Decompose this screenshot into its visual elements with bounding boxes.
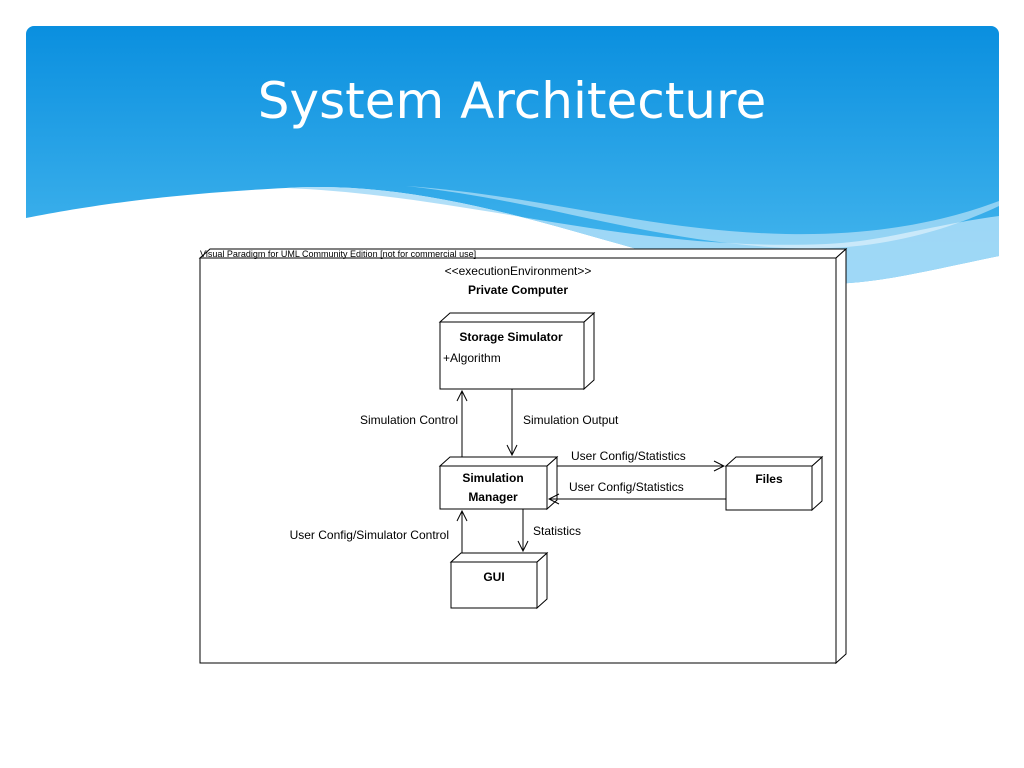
files-node[interactable]: Files: [724, 455, 824, 512]
simulation-control-label: Simulation Control: [360, 413, 458, 427]
gui-name: GUI: [483, 570, 504, 584]
slide-title: System Architecture: [257, 72, 767, 130]
environment-stereotype: <<executionEnvironment>>: [445, 264, 592, 278]
environment-name: Private Computer: [468, 283, 568, 297]
storage-simulator-attribute: +Algorithm: [443, 351, 501, 365]
simulation-manager-node[interactable]: Simulation Manager: [438, 455, 559, 511]
files-name: Files: [755, 472, 783, 486]
simulation-manager-line1: Simulation: [462, 471, 523, 485]
watermark-text: Visual Paradigm for UML Community Editio…: [200, 249, 476, 259]
statistics-label: Statistics: [533, 524, 581, 538]
gui-node[interactable]: GUI: [449, 551, 549, 610]
storage-simulator-name: Storage Simulator: [459, 330, 563, 344]
config-statistics-out-label: User Config/Statistics: [571, 449, 686, 463]
config-statistics-in-label: User Config/Statistics: [569, 480, 684, 494]
storage-simulator-node[interactable]: Storage Simulator +Algorithm: [438, 311, 596, 391]
config-simulator-control-label: User Config/Simulator Control: [290, 528, 449, 542]
simulation-manager-line2: Manager: [468, 490, 518, 504]
simulation-output-label: Simulation Output: [523, 413, 619, 427]
